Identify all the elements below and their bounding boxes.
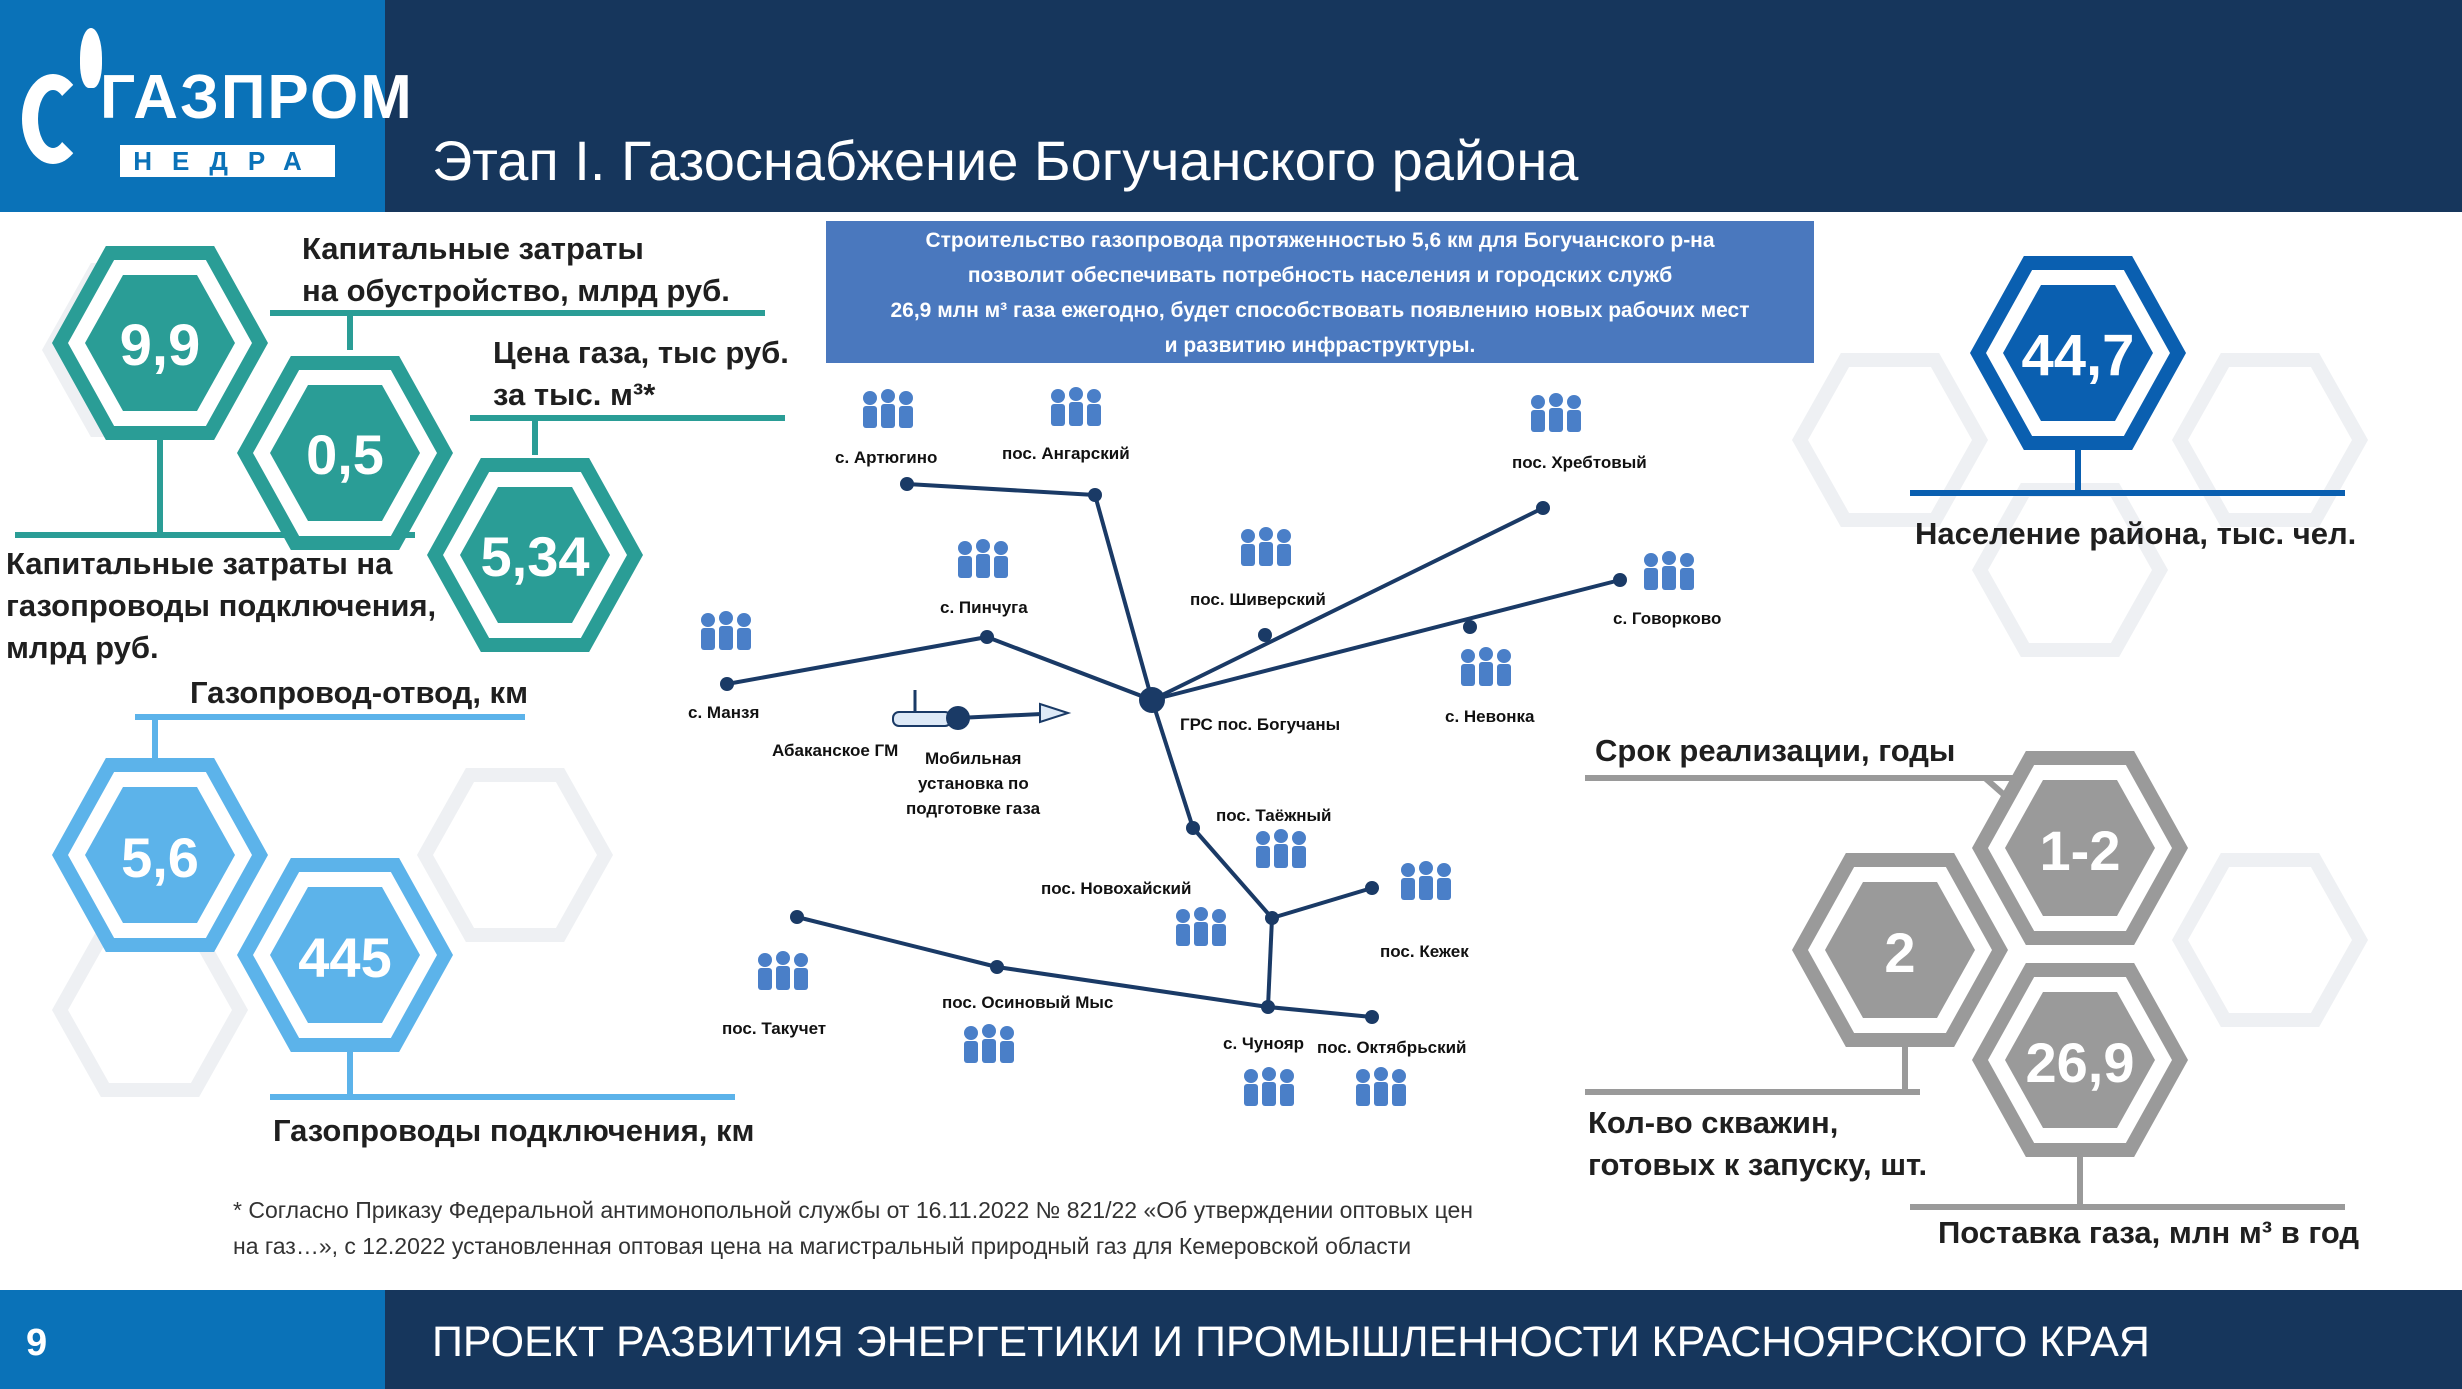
gray-connectors xyxy=(1585,775,2345,1210)
label-osinovy: пос. Осиновый Мыс xyxy=(942,993,1113,1012)
people-icon xyxy=(1461,647,1511,686)
mobile-unit-node xyxy=(946,706,970,730)
label-mobile-2: установка по xyxy=(918,774,1029,793)
branch-pipeline-value: 5,6 xyxy=(121,826,199,889)
label-pinchuga: с. Пинчуга xyxy=(940,598,1028,617)
people-icon xyxy=(1241,527,1291,566)
page-title: Этап I. Газоснабжение Богучанского район… xyxy=(432,129,1579,192)
grs-node xyxy=(1139,687,1165,713)
wells-label-line2: готовых к запуску, шт. xyxy=(1588,1147,1928,1182)
label-govorkovo: с. Говорково xyxy=(1613,609,1721,628)
population-hex-core xyxy=(2003,285,2153,421)
population-connector xyxy=(1910,443,2345,496)
people-icon xyxy=(1356,1067,1406,1106)
capex-setup-value: 9,9 xyxy=(119,313,201,378)
footer-bar xyxy=(0,1290,2462,1389)
gas-price-value: 5,34 xyxy=(480,525,590,588)
label-mobile-1: Мобильная xyxy=(925,749,1021,768)
logo-subtitle: НЕДРА xyxy=(120,145,335,177)
label-kezhek: пос. Кежек xyxy=(1380,942,1469,961)
people-icon xyxy=(758,951,808,990)
info-line-2: позволит обеспечивать потребность населе… xyxy=(967,264,1673,287)
gray-hex-cores xyxy=(1825,780,2155,1128)
footer-number-box xyxy=(0,1290,385,1389)
people-icon xyxy=(1176,907,1226,946)
capex-connection-value: 0,5 xyxy=(306,423,384,486)
info-box: Строительство газопровода протяженностью… xyxy=(826,221,1814,363)
storage-tank-icon xyxy=(892,711,952,727)
blue-connectors xyxy=(135,714,735,1100)
capex-connection-label-line1: Капитальные затраты на xyxy=(6,546,393,581)
connection-pipelines-value: 445 xyxy=(298,926,392,989)
gas-price-label: Цена газа, тыс руб. за тыс. м³* xyxy=(493,332,789,416)
label-taezhny: пос. Таёжный xyxy=(1216,806,1332,825)
capex-setup-label-line2: на обустройство, млрд руб. xyxy=(302,273,730,308)
map-labels: с. Артюгино пос. Ангарский пос. Хребтовы… xyxy=(688,444,1721,1057)
gas-price-label-line2: за тыс. м³* xyxy=(493,377,656,412)
logo-flame-icon xyxy=(80,28,102,88)
people-icon xyxy=(1256,829,1306,868)
label-abakan: Абаканское ГМ xyxy=(772,741,898,760)
info-line-1: Строительство газопровода протяженностью… xyxy=(925,229,1715,252)
supply-label: Поставка газа, млн м³ в год xyxy=(1938,1215,2360,1250)
supply-value: 26,9 xyxy=(2025,1031,2135,1094)
term-label: Срок реализации, годы xyxy=(1595,733,1956,768)
footer-text: ПРОЕКТ РАЗВИТИЯ ЭНЕРГЕТИКИ И ПРОМЫШЛЕННО… xyxy=(432,1318,2150,1366)
settlement-nodes xyxy=(720,477,1627,1024)
wells-label: Кол-во скважин, готовых к запуску, шт. xyxy=(1588,1102,1927,1186)
page-number: 9 xyxy=(26,1322,48,1364)
people-icon xyxy=(863,389,913,428)
teal-hex-cores xyxy=(85,275,610,623)
label-mobile-3: подготовке газа xyxy=(906,799,1041,818)
people-icon xyxy=(1244,1067,1294,1106)
people-icons xyxy=(701,387,1694,1106)
label-shiversky: пос. Шиверский xyxy=(1190,590,1326,609)
people-icon xyxy=(964,1024,1014,1063)
footnote-line2: на газ…», с 12.2022 установленная оптова… xyxy=(233,1233,1412,1259)
label-chunoyar: с. Чунояр xyxy=(1223,1034,1304,1053)
people-icon xyxy=(1051,387,1101,426)
info-line-3: 26,9 млн м³ газа ежегодно, будет способс… xyxy=(890,299,1750,322)
wells-label-line1: Кол-во скважин, xyxy=(1588,1105,1839,1140)
capex-connection-label-line3: млрд руб. xyxy=(6,630,159,665)
footnote: * Согласно Приказу Федеральной антимоноп… xyxy=(233,1192,1473,1264)
people-icon xyxy=(1531,393,1581,432)
capex-setup-label: Капитальные затраты на обустройство, млр… xyxy=(302,228,730,312)
label-artyugino: с. Артюгино xyxy=(835,448,937,467)
wells-value: 2 xyxy=(1884,921,1916,984)
capex-connection-label-line2: газопроводы подключения, xyxy=(6,588,437,623)
capex-connection-label: Капитальные затраты на газопроводы подкл… xyxy=(6,543,436,669)
term-value: 1-2 xyxy=(2039,819,2121,882)
label-novokhaisky: пос. Новохайский xyxy=(1041,879,1191,898)
population-label: Население района, тыс. чел. xyxy=(1915,516,2357,551)
label-manzya: с. Манзя xyxy=(688,703,759,722)
people-icon xyxy=(701,611,751,650)
pipeline-network xyxy=(726,482,1621,1019)
flow-arrow-icon xyxy=(1039,702,1072,724)
connection-pipelines-label: Газопроводы подключения, км xyxy=(273,1113,755,1148)
people-icon xyxy=(1644,551,1694,590)
header-bar xyxy=(0,0,2462,212)
population-value: 44,7 xyxy=(2021,323,2135,388)
footnote-line1: * Согласно Приказу Федеральной антимоноп… xyxy=(233,1197,1474,1223)
branch-pipeline-label: Газопровод-отвод, км xyxy=(190,675,529,710)
light-blue-hex-cores xyxy=(85,787,420,1023)
info-line-4: и развитию инфраструктуры. xyxy=(1164,334,1476,357)
label-grs: ГРС пос. Богучаны xyxy=(1180,715,1340,734)
label-angarsky: пос. Ангарский xyxy=(1002,444,1130,463)
people-icon xyxy=(1401,861,1451,900)
label-takuchet: пос. Такучет xyxy=(722,1019,826,1038)
people-icon xyxy=(958,539,1008,578)
logo-name: ГАЗПРОМ xyxy=(100,63,414,132)
label-oktyabrsky: пос. Октябрьский xyxy=(1317,1038,1467,1057)
gas-price-label-line1: Цена газа, тыс руб. xyxy=(493,335,789,370)
label-khrebtovy: пос. Хребтовый xyxy=(1512,453,1647,472)
capex-setup-label-line1: Капитальные затраты xyxy=(302,231,644,266)
label-nevonka: с. Невонка xyxy=(1445,707,1535,726)
